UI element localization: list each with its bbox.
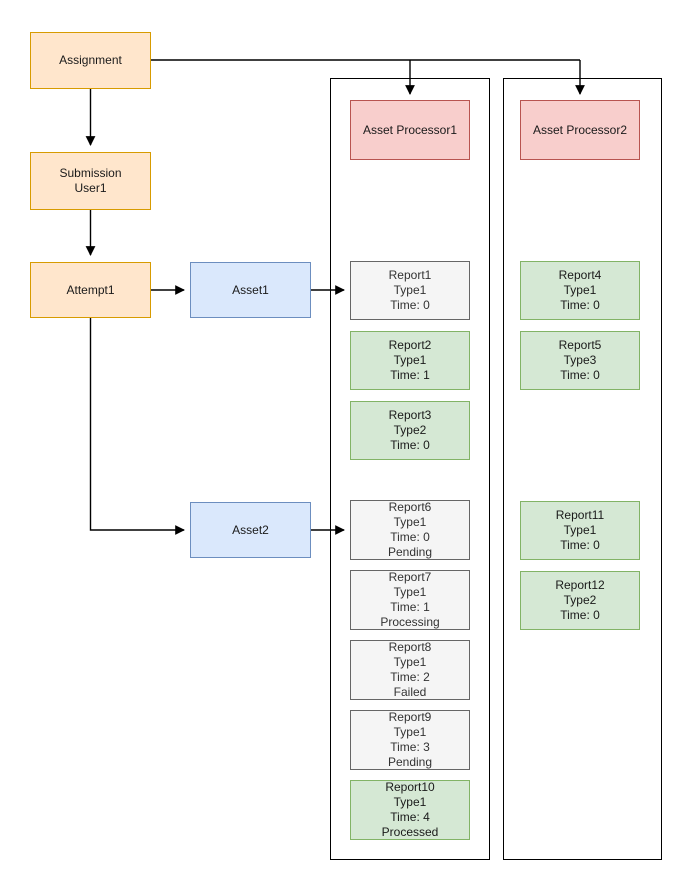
node-report9[interactable]: Report9 Type1 Time: 3 Pending	[350, 710, 470, 770]
report4-type: Type1	[563, 283, 597, 297]
asset-processor1-label: Asset Processor1	[362, 122, 458, 137]
node-report3[interactable]: Report3 Type2 Time: 0	[350, 401, 470, 460]
report5-time: Time: 0	[560, 368, 600, 382]
report6-name: Report6	[388, 500, 432, 514]
report7-status: Processing	[380, 615, 440, 629]
report3-time: Time: 0	[390, 438, 430, 452]
report7-type: Type1	[393, 585, 427, 599]
report12-name: Report12	[555, 578, 605, 592]
node-assignment[interactable]: Assignment	[30, 32, 151, 89]
node-report6[interactable]: Report6 Type1 Time: 0 Pending	[350, 500, 470, 560]
node-report8[interactable]: Report8 Type1 Time: 2 Failed	[350, 640, 470, 700]
report4-time: Time: 0	[560, 298, 600, 312]
asset1-label: Asset1	[232, 282, 269, 297]
report11-time: Time: 0	[560, 538, 600, 552]
report8-type: Type1	[393, 655, 427, 669]
report8-time: Time: 2	[390, 670, 430, 684]
report2-name: Report2	[388, 338, 432, 352]
report9-type: Type1	[393, 725, 427, 739]
report5-name: Report5	[558, 338, 602, 352]
node-attempt1[interactable]: Attempt1	[30, 262, 151, 318]
report9-status: Pending	[387, 755, 433, 769]
report9-name: Report9	[388, 710, 432, 724]
asset-processor2-container	[503, 78, 662, 860]
report12-type: Type2	[563, 593, 597, 607]
node-asset1[interactable]: Asset1	[190, 262, 311, 318]
report10-status: Processed	[381, 825, 439, 839]
report4-name: Report4	[558, 268, 602, 282]
node-report10[interactable]: Report10 Type1 Time: 4 Processed	[350, 780, 470, 840]
report8-name: Report8	[388, 640, 432, 654]
report1-time: Time: 0	[390, 298, 430, 312]
report6-type: Type1	[393, 515, 427, 529]
node-report5[interactable]: Report5 Type3 Time: 0	[520, 331, 640, 390]
report9-time: Time: 3	[390, 740, 430, 754]
submission-label-line1: Submission	[59, 166, 122, 180]
node-report12[interactable]: Report12 Type2 Time: 0	[520, 571, 640, 630]
report2-type: Type1	[393, 353, 427, 367]
node-report2[interactable]: Report2 Type1 Time: 1	[350, 331, 470, 390]
report7-time: Time: 1	[390, 600, 430, 614]
attempt1-label: Attempt1	[66, 282, 115, 297]
report10-type: Type1	[393, 795, 427, 809]
report12-time: Time: 0	[560, 608, 600, 622]
edge-attempt-to-asset2	[89, 318, 185, 535]
report3-type: Type2	[393, 423, 427, 437]
node-submission[interactable]: Submission User1	[30, 152, 151, 210]
node-asset-processor1[interactable]: Asset Processor1	[350, 100, 470, 160]
report3-name: Report3	[388, 408, 432, 422]
report6-status: Pending	[387, 545, 433, 559]
report1-type: Type1	[393, 283, 427, 297]
report8-status: Failed	[393, 685, 427, 699]
report2-time: Time: 1	[390, 368, 430, 382]
report5-type: Type3	[563, 353, 597, 367]
node-asset2[interactable]: Asset2	[190, 502, 311, 558]
submission-label-line2: User1	[74, 181, 107, 195]
report6-time: Time: 0	[390, 530, 430, 544]
report7-name: Report7	[388, 570, 432, 584]
report10-time: Time: 4	[390, 810, 430, 824]
report11-name: Report11	[555, 508, 605, 522]
asset-processor2-label: Asset Processor2	[532, 122, 628, 137]
report10-name: Report10	[385, 780, 435, 794]
node-asset-processor2[interactable]: Asset Processor2	[520, 100, 640, 160]
node-report1[interactable]: Report1 Type1 Time: 0	[350, 261, 470, 320]
node-report7[interactable]: Report7 Type1 Time: 1 Processing	[350, 570, 470, 630]
asset2-label: Asset2	[232, 522, 269, 537]
report1-name: Report1	[388, 268, 432, 282]
assignment-label: Assignment	[59, 53, 122, 67]
report11-type: Type1	[563, 523, 597, 537]
node-report11[interactable]: Report11 Type1 Time: 0	[520, 501, 640, 560]
node-report4[interactable]: Report4 Type1 Time: 0	[520, 261, 640, 320]
